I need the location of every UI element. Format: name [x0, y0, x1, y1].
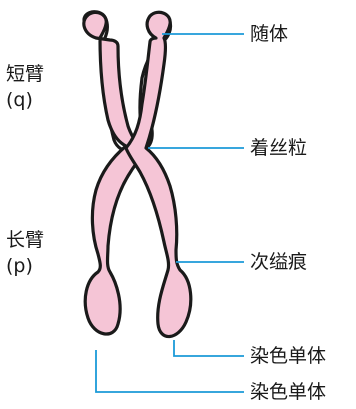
right-chromatid — [124, 10, 193, 339]
satellite-label: 随体 — [250, 23, 289, 45]
centromere-label: 着丝粒 — [250, 137, 308, 159]
leader-chromatid-left — [95, 350, 244, 393]
long-arm-symbol: (p) — [6, 255, 33, 277]
leader-chromatid-right — [173, 340, 244, 357]
short-arm-label: 短臂 — [6, 63, 45, 85]
chromatid-label-1: 染色单体 — [250, 345, 327, 367]
left-chromatid — [82, 10, 148, 336]
short-arm-symbol: (q) — [6, 89, 33, 111]
long-arm-label: 长臂 — [6, 229, 45, 251]
chromatid-label-2: 染色单体 — [250, 381, 327, 403]
secondary-constriction-label: 次缢痕 — [250, 251, 308, 273]
